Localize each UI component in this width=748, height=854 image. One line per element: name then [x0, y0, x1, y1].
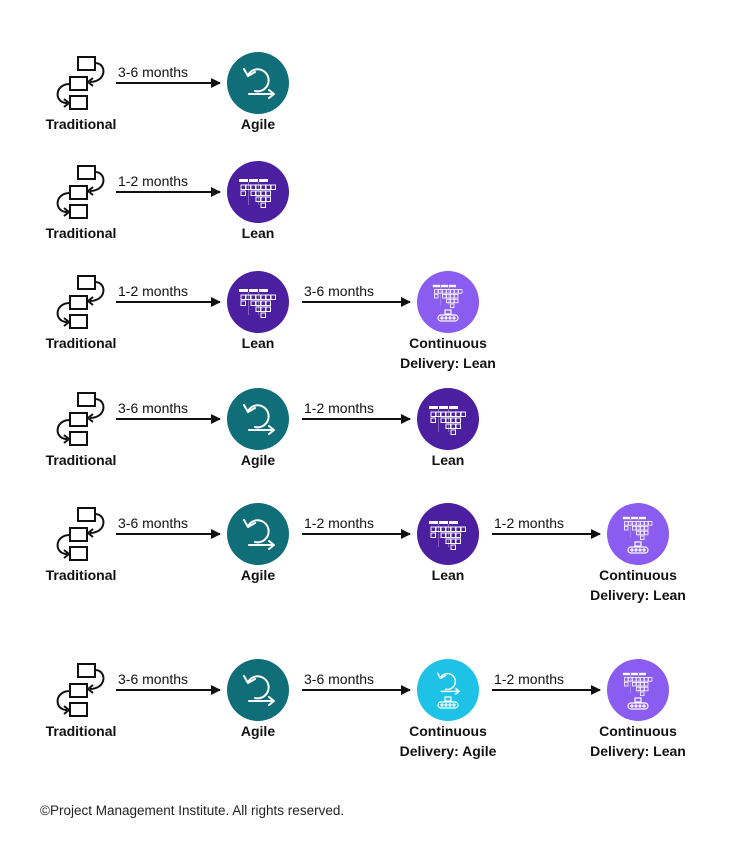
node-lean: Lean	[227, 161, 289, 241]
transition-path: Traditional Agile Lean ContinuousDelivery: …	[46, 503, 686, 603]
kanban-board-icon	[227, 161, 289, 223]
transition-path: Traditional Agile Lean 3-6 months 1-2 months	[46, 388, 479, 468]
copyright-notice: ©Project Management Institute. All right…	[40, 803, 345, 818]
node-label: Traditional	[46, 723, 117, 739]
node-label: Traditional	[46, 567, 117, 583]
node-label: Continuous	[409, 335, 487, 351]
agile-cycle-icon	[227, 52, 289, 114]
node-label: Continuous	[409, 723, 487, 739]
node-traditional: Traditional	[46, 275, 117, 351]
transition-path: Traditional Agile 3-6 months	[46, 52, 289, 132]
node-traditional: Traditional	[46, 165, 117, 241]
node-traditional: Traditional	[46, 663, 117, 739]
node-agile: Agile	[227, 52, 289, 132]
transition-arrow: 1-2 months	[116, 173, 221, 197]
transition-arrow: 3-6 months	[302, 671, 411, 695]
node-label: Lean	[242, 225, 275, 241]
transition-duration: 3-6 months	[304, 671, 374, 687]
transition-arrow: 1-2 months	[492, 515, 601, 539]
node-label: Delivery: Lean	[590, 587, 686, 603]
transition-duration: 1-2 months	[118, 173, 188, 189]
node-label: Traditional	[46, 335, 117, 351]
agile-cycle-icon	[227, 388, 289, 450]
node-traditional: Traditional	[46, 56, 117, 132]
waterfall-icon	[56, 392, 105, 446]
transition-duration: 3-6 months	[118, 671, 188, 687]
node-label: Traditional	[46, 452, 117, 468]
node-label: Agile	[241, 723, 275, 739]
waterfall-icon	[56, 275, 105, 329]
waterfall-icon	[56, 507, 105, 561]
node-agile: Agile	[227, 388, 289, 468]
transition-duration: 3-6 months	[118, 64, 188, 80]
waterfall-icon	[56, 663, 105, 717]
transition-duration: 1-2 months	[304, 400, 374, 416]
kanban-conveyor-icon	[607, 503, 669, 565]
node-label: Agile	[241, 116, 275, 132]
node-label: Agile	[241, 452, 275, 468]
transition-duration: 3-6 months	[304, 283, 374, 299]
kanban-board-icon	[227, 271, 289, 333]
node-label: Delivery: Lean	[400, 355, 496, 371]
agile-conveyor-icon	[417, 659, 479, 721]
kanban-conveyor-icon	[417, 271, 479, 333]
transition-arrow: 1-2 months	[302, 400, 411, 424]
node-label: Lean	[432, 452, 465, 468]
transition-arrow: 1-2 months	[116, 283, 221, 307]
transition-arrow: 3-6 months	[116, 515, 221, 539]
node-label: Traditional	[46, 116, 117, 132]
node-traditional: Traditional	[46, 507, 117, 583]
transition-duration: 3-6 months	[118, 515, 188, 531]
agile-cycle-icon	[227, 659, 289, 721]
node-label: Lean	[242, 335, 275, 351]
transition-arrow: 1-2 months	[492, 671, 601, 695]
node-agile: Agile	[227, 503, 289, 583]
transition-arrow: 3-6 months	[302, 283, 411, 307]
transition-duration: 1-2 months	[304, 515, 374, 531]
transition-arrow: 1-2 months	[302, 515, 411, 539]
waterfall-icon	[56, 56, 105, 110]
transition-duration: 1-2 months	[494, 671, 564, 687]
node-label: Traditional	[46, 225, 117, 241]
node-label: Agile	[241, 567, 275, 583]
node-agile: Agile	[227, 659, 289, 739]
kanban-board-icon	[417, 503, 479, 565]
transition-duration: 1-2 months	[118, 283, 188, 299]
transition-arrow: 3-6 months	[116, 64, 221, 88]
transition-arrow: 3-6 months	[116, 400, 221, 424]
node-label: Delivery: Lean	[590, 743, 686, 759]
transition-path: Traditional Lean 1-2 months	[46, 161, 289, 241]
node-label: Delivery: Agile	[400, 743, 497, 759]
agile-cycle-icon	[227, 503, 289, 565]
node-lean: Lean	[417, 388, 479, 468]
kanban-board-icon	[417, 388, 479, 450]
node-label: Continuous	[599, 567, 677, 583]
transition-arrow: 3-6 months	[116, 671, 221, 695]
node-traditional: Traditional	[46, 392, 117, 468]
node-label: Lean	[432, 567, 465, 583]
kanban-conveyor-icon	[607, 659, 669, 721]
waterfall-icon	[56, 165, 105, 219]
node-lean: Lean	[227, 271, 289, 351]
transition-duration: 1-2 months	[494, 515, 564, 531]
transition-duration: 3-6 months	[118, 400, 188, 416]
node-label: Continuous	[599, 723, 677, 739]
node-lean: Lean	[417, 503, 479, 583]
